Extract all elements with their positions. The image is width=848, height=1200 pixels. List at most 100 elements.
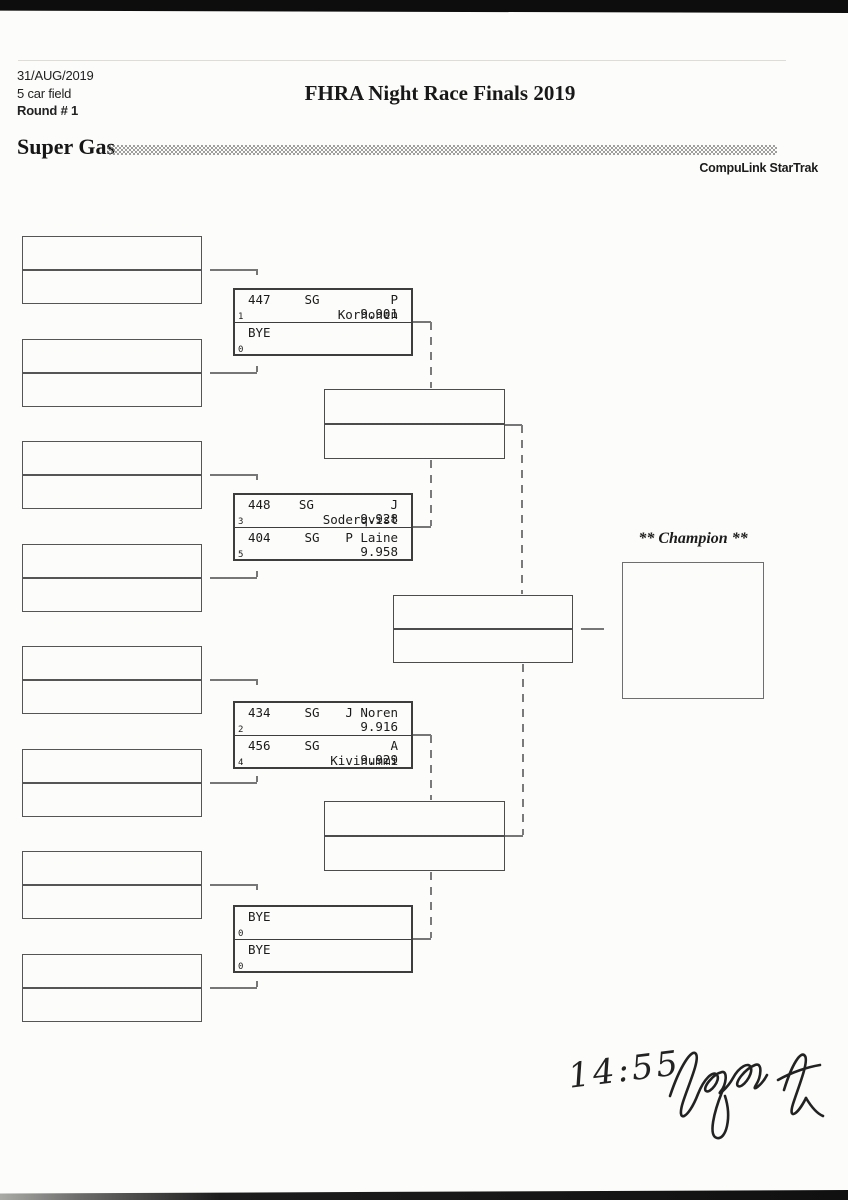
feeder-tick xyxy=(256,679,258,685)
driver-name xyxy=(330,942,411,957)
advance-dashed-line xyxy=(430,322,432,388)
slot-divider xyxy=(394,628,572,630)
slot-divider xyxy=(23,577,201,579)
advance-dashed-line xyxy=(430,872,432,938)
car-number: BYE xyxy=(248,942,271,957)
car-number: 404 xyxy=(248,530,271,545)
seed-number: 3 xyxy=(238,517,244,527)
car-number: BYE xyxy=(248,909,271,924)
final-box xyxy=(393,595,573,663)
round1-slot-box xyxy=(22,749,202,817)
handwritten-annotation: 14:55 xyxy=(566,1032,828,1152)
slot-divider xyxy=(325,835,504,837)
feeder-line xyxy=(210,372,257,374)
slot-divider xyxy=(325,423,504,425)
seed-number: 0 xyxy=(238,929,244,939)
field-size: 5 car field xyxy=(17,86,72,101)
elapsed-time: 9.901 xyxy=(360,306,398,321)
match-box-4: BYE 0 BYE 0 xyxy=(233,905,413,973)
advance-dashed-line xyxy=(522,664,524,835)
match-entry: BYE 0 xyxy=(235,322,411,355)
scan-edge-top-bar xyxy=(0,0,848,13)
round1-slot-box xyxy=(22,851,202,919)
elapsed-time: 9.958 xyxy=(360,544,398,559)
slot-divider xyxy=(23,269,201,271)
round1-slot-box xyxy=(22,544,202,612)
round1-slot-box xyxy=(22,236,202,304)
class-code xyxy=(294,909,330,924)
car-number: BYE xyxy=(248,325,271,340)
advance-line xyxy=(413,734,431,736)
driver-name xyxy=(330,325,411,340)
slot-divider xyxy=(23,474,201,476)
round1-slot-box xyxy=(22,441,202,509)
feeder-tick xyxy=(256,366,258,372)
slot-divider xyxy=(23,679,201,681)
class-code: SG xyxy=(298,497,314,512)
slot-divider xyxy=(23,987,201,989)
scan-edge-bottom-bar xyxy=(0,1190,848,1200)
driver-name: A Kivinummi xyxy=(330,738,398,768)
feeder-line xyxy=(210,884,257,886)
timing-system-label: CompuLink StarTrak xyxy=(699,161,818,175)
match-entry: BYE 0 xyxy=(235,907,411,939)
champion-line xyxy=(581,628,604,630)
round1-slot-box xyxy=(22,339,202,407)
slot-divider xyxy=(23,884,201,886)
driver-name: J Noren xyxy=(345,705,398,720)
elapsed-time: 9.916 xyxy=(360,719,398,734)
advance-line xyxy=(413,938,431,940)
match-entry: 447 SG P Korhonen 9.901 1 xyxy=(235,290,411,322)
elapsed-time: 9.928 xyxy=(360,511,398,526)
feeder-line xyxy=(210,269,257,271)
signature-scribble-icon xyxy=(668,1051,825,1140)
semifinal-box-2 xyxy=(324,801,505,871)
feeder-tick xyxy=(256,884,258,890)
feeder-line xyxy=(210,474,257,476)
car-number: 448 xyxy=(248,497,271,512)
driver-name: J Soderqvist xyxy=(322,497,399,527)
halftone-divider-band xyxy=(107,145,777,155)
round1-slot-box xyxy=(22,954,202,1022)
class-code: SG xyxy=(304,738,320,753)
feeder-line xyxy=(210,679,257,681)
driver-name: P Laine xyxy=(345,530,398,545)
event-date: 31/AUG/2019 xyxy=(17,68,94,83)
class-code xyxy=(294,942,330,957)
semifinal-box-1 xyxy=(324,389,505,459)
event-title: FHRA Night Race Finals 2019 xyxy=(304,81,576,105)
advance-line xyxy=(413,321,431,323)
class-code: SG xyxy=(304,705,320,720)
driver-name: P Korhonen xyxy=(337,292,398,322)
car-number: 456 xyxy=(248,738,271,753)
slot-divider xyxy=(23,782,201,784)
class-code xyxy=(294,325,330,340)
seed-number: 0 xyxy=(238,962,244,972)
advance-line xyxy=(505,835,523,837)
round-number: Round # 1 xyxy=(17,103,79,118)
car-number: 447 xyxy=(248,292,271,307)
advance-dashed-line xyxy=(521,425,523,594)
seed-number: 1 xyxy=(238,312,244,322)
match-entry: BYE 0 xyxy=(235,939,411,972)
seed-number: 4 xyxy=(238,758,244,768)
round1-slot-box xyxy=(22,646,202,714)
feeder-line xyxy=(210,987,257,989)
advance-line xyxy=(505,424,522,426)
scan-artifact-line xyxy=(18,60,786,61)
feeder-tick xyxy=(256,776,258,782)
seed-number: 0 xyxy=(238,345,244,355)
advance-line xyxy=(413,526,431,528)
match-box-1: 447 SG P Korhonen 9.901 1 BYE 0 xyxy=(233,288,413,356)
race-class-name: Super Gas xyxy=(17,134,116,159)
advance-dashed-line xyxy=(430,460,432,526)
driver-name xyxy=(330,909,411,924)
class-code: SG xyxy=(304,292,320,307)
seed-number: 2 xyxy=(238,725,244,735)
feeder-line xyxy=(210,577,257,579)
